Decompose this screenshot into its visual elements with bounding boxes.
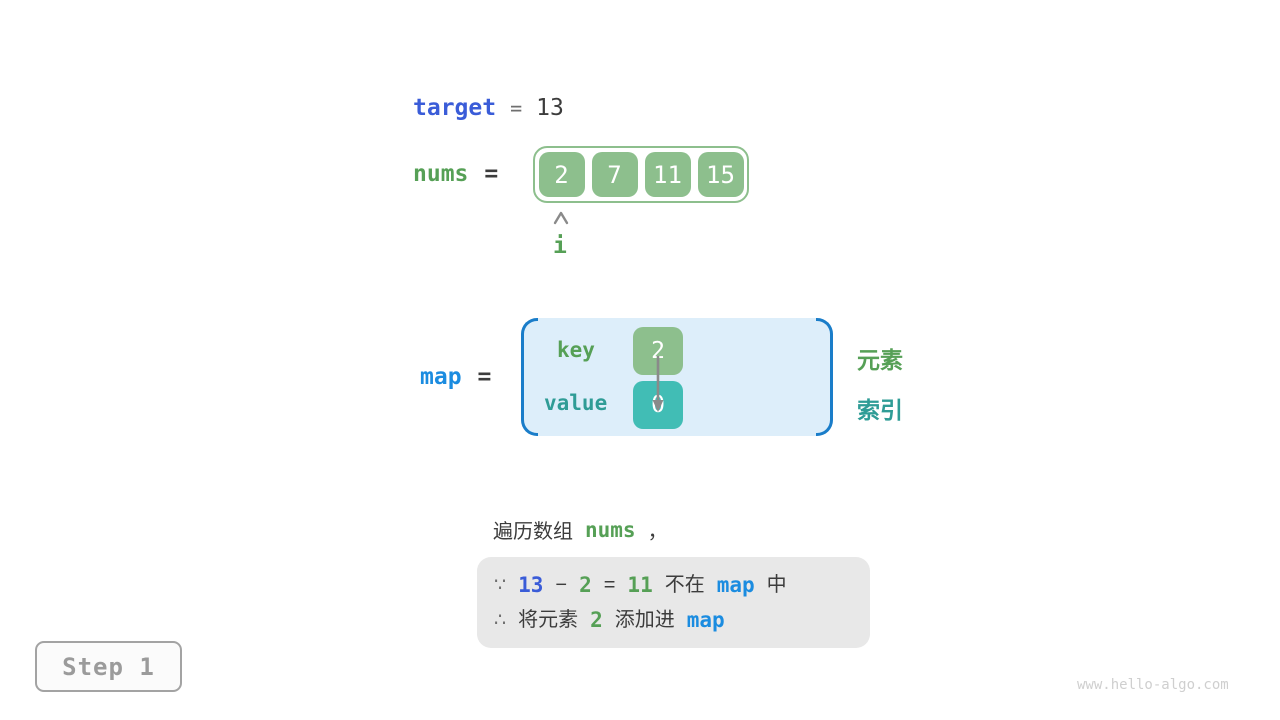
nums-array-container: 2 7 11 15 [533, 146, 749, 203]
nums-assignment: nums = [413, 161, 498, 187]
map-equals-sign: = [477, 364, 492, 390]
step-badge: Step 1 [35, 641, 182, 692]
line2-middle: 添加进 [614, 608, 675, 631]
token-2: 2 [579, 572, 592, 597]
array-cell-3: 15 [697, 152, 744, 197]
map-key-label: key [557, 338, 595, 362]
nums-keyword: nums [413, 161, 469, 187]
target-assignment: target = 13 [413, 95, 564, 121]
token-2b: 2 [590, 607, 603, 632]
target-equals-sign: = [510, 96, 523, 120]
array-cell-2: 11 [644, 152, 691, 197]
reasoning-note-box: ∵ 13 − 2 = 11 不在 map 中 ∴ 将元素 2 添加进 map [477, 557, 870, 648]
map-value-label: value [544, 391, 608, 415]
caret-up-icon [552, 210, 570, 230]
nums-equals-sign: = [484, 161, 499, 187]
therefore-symbol: ∴ [494, 609, 507, 631]
panel-left-bracket [521, 318, 538, 436]
watermark: www.hello-algo.com [1077, 677, 1229, 693]
note-line-therefore: ∴ 将元素 2 添加进 map [494, 603, 853, 638]
map-panel: key value 2 0 [521, 318, 833, 436]
minus-sign: − [555, 573, 568, 596]
zhong-text: 中 [766, 573, 787, 596]
token-11: 11 [627, 572, 653, 597]
element-side-label: 元素 [857, 347, 903, 373]
caption-comma: ， [647, 521, 668, 543]
map-keyword: map [420, 364, 462, 390]
pointer-i-label: i [553, 233, 567, 259]
target-keyword: target [413, 95, 497, 121]
panel-right-bracket [816, 318, 833, 436]
token-map-1: map [716, 572, 755, 597]
target-value: 13 [536, 95, 564, 121]
arrow-down-icon [650, 354, 666, 419]
not-in-text: 不在 [664, 573, 705, 596]
index-side-label: 索引 [857, 397, 903, 423]
equals-sign: = [603, 573, 616, 596]
line2-prefix: 将元素 [518, 608, 579, 631]
map-assignment: map = [420, 364, 491, 390]
token-13: 13 [518, 572, 544, 597]
caption-nums-token: nums [585, 517, 636, 542]
caption-line: 遍历数组 nums ， [493, 515, 668, 544]
array-cell-0: 2 [538, 152, 585, 197]
note-line-because: ∵ 13 − 2 = 11 不在 map 中 [494, 568, 853, 603]
caption-prefix: 遍历数组 [493, 521, 573, 543]
array-cell-1: 7 [591, 152, 638, 197]
because-symbol: ∵ [494, 574, 507, 596]
token-map-2: map [686, 607, 725, 632]
